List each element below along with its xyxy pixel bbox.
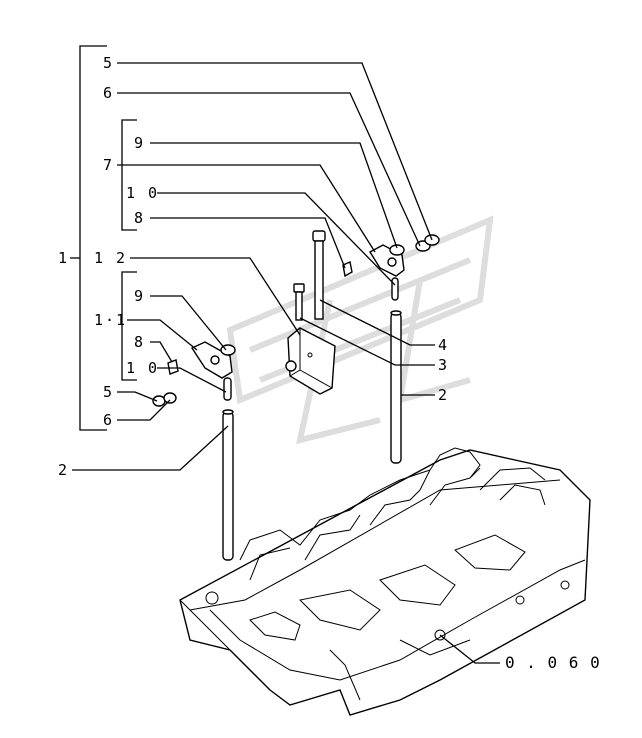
cylinder-head (179, 447, 591, 716)
bolt-long (312, 230, 326, 320)
watermark-logo (226, 215, 494, 445)
label-8-mid: 8 (134, 333, 145, 351)
rocker-support (285, 327, 336, 395)
label-12: 1 2 (94, 249, 127, 267)
label-5-top: 5 (103, 54, 114, 72)
label-2-right: 2 (438, 386, 449, 404)
label-1: 1 (58, 249, 69, 267)
label-9-top: 9 (134, 134, 145, 152)
label-4: 4 (438, 336, 449, 354)
push-rod-right (390, 310, 402, 464)
labels: 5 6 9 7 1 0 8 1 1 2 9 1·1 8 1 0 5 6 4 3 … (58, 54, 601, 672)
label-5-bottom: 5 (103, 383, 114, 401)
leader-lines (70, 45, 500, 664)
label-6-bottom: 6 (103, 411, 114, 429)
push-rod-left (222, 409, 234, 561)
label-3: 3 (438, 356, 449, 374)
rocker-arm-upper (342, 234, 440, 301)
label-10-mid: 1 0 (126, 359, 159, 377)
label-8-top: 8 (134, 209, 145, 227)
rocker-arm-lower (152, 341, 236, 407)
label-2-left: 2 (58, 461, 69, 479)
bolt-short (293, 283, 305, 321)
reference-0-060: 0 . 0 6 0 (505, 653, 601, 672)
label-10-top: 1 0 (126, 184, 159, 202)
label-9-mid: 9 (134, 287, 145, 305)
label-6-top: 6 (103, 84, 114, 102)
label-11: 1·1 (94, 311, 127, 329)
label-7: 7 (103, 156, 114, 174)
